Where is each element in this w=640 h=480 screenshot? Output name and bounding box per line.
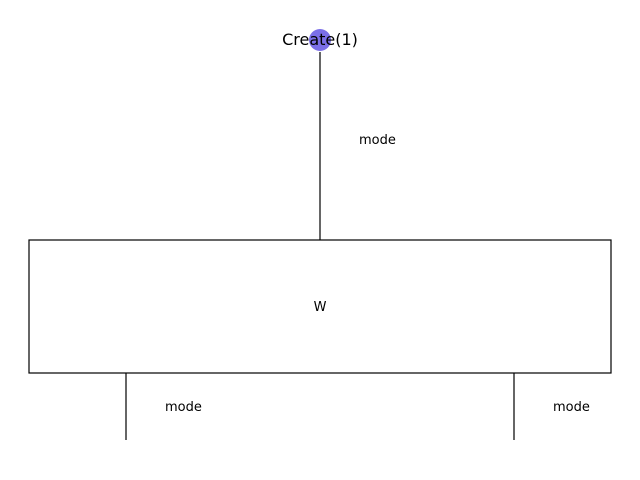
create-node[interactable]: [309, 29, 331, 51]
output-left-mode-label: mode: [165, 400, 202, 415]
input-mode-label: mode: [359, 133, 396, 148]
create-node-label: Create(1): [282, 30, 358, 49]
output-right-mode-label: mode: [553, 400, 590, 415]
w-box-label: W: [314, 300, 327, 315]
w-box[interactable]: [28, 239, 612, 374]
